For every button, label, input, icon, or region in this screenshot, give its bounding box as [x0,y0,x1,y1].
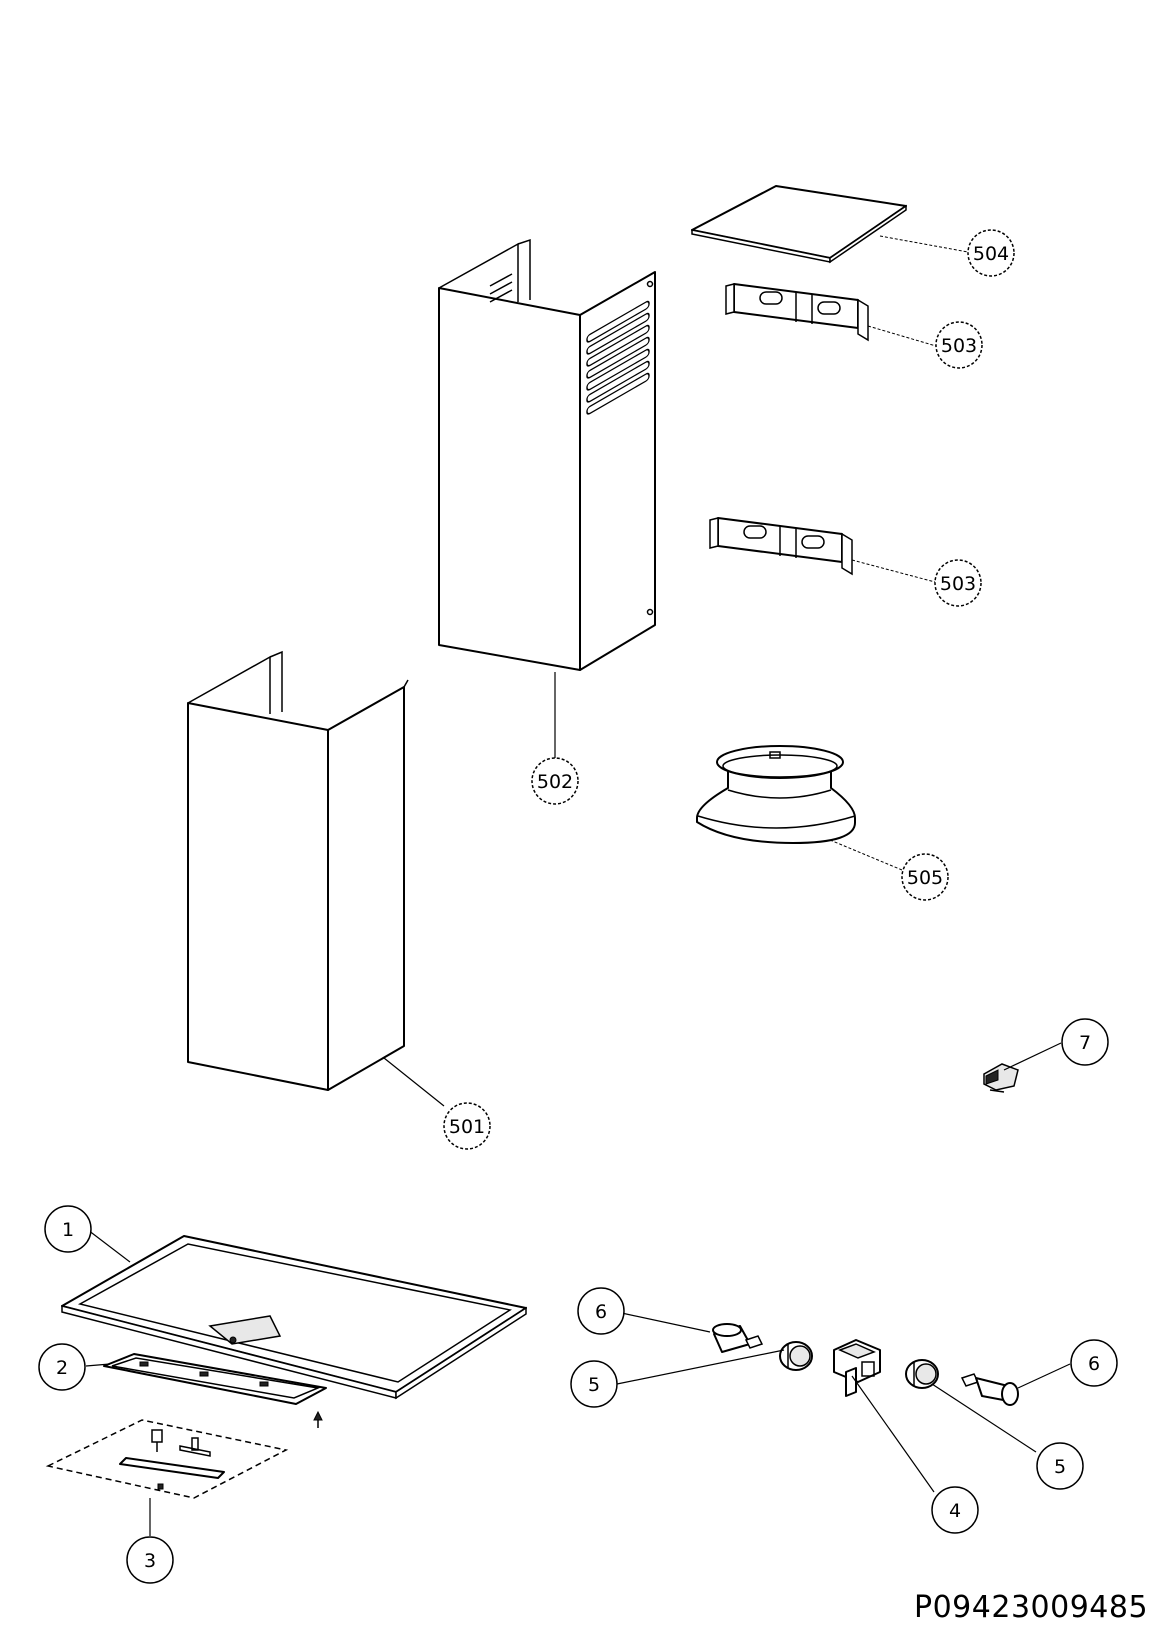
callout-4: 4 [931,1486,979,1534]
part-6-shaft-right [960,1373,1019,1406]
callout-505-label: 505 [907,867,943,889]
callout-7: 7 [1061,1018,1109,1066]
drawing-code: P09423009485 [914,1590,1149,1625]
callout-1: 1 [44,1205,92,1253]
callout-7-label: 7 [1079,1032,1091,1054]
callout-2: 2 [38,1343,86,1391]
callout-5-left: 5 [570,1360,618,1408]
callout-3-label: 3 [144,1550,156,1572]
callout-502: 502 [531,757,579,805]
part-6-shaft-left [712,1323,764,1353]
part-503-bracket-upper [725,283,869,342]
callout-6-left-label: 6 [595,1301,607,1323]
part-4-switch [833,1339,881,1397]
leader-lines [85,235,1071,1536]
callout-504: 504 [967,229,1015,277]
callout-1-label: 1 [62,1219,74,1241]
callout-501-label: 501 [449,1116,485,1138]
part-505-duct-connector [696,745,857,844]
part-504-cover-plate [691,185,907,264]
callout-3: 3 [126,1536,174,1584]
rear-vent-slots [489,273,513,303]
part-502-upper-chimney [438,238,656,671]
part-5-knob-left [779,1341,813,1371]
callout-503-upper-label: 503 [941,335,977,357]
callout-5-right: 5 [1036,1442,1084,1490]
part-5-knob-right [905,1359,939,1389]
vent-slots [586,300,650,415]
callout-6-right: 6 [1070,1339,1118,1387]
part-503-bracket-lower [709,517,853,576]
callout-4-label: 4 [949,1500,961,1522]
callout-505: 505 [901,853,949,901]
callout-503-upper: 503 [935,321,983,369]
callout-2-label: 2 [56,1357,68,1379]
part-2-handle-strip [103,1353,327,1428]
part-7-clip [983,1063,1019,1093]
part-1-grease-filter [61,1235,527,1400]
callout-503-lower-label: 503 [940,573,976,595]
callout-501: 501 [443,1102,491,1150]
callout-6-right-label: 6 [1088,1353,1100,1375]
callout-6-left: 6 [577,1287,625,1335]
callout-5-right-label: 5 [1054,1456,1066,1478]
part-3-fixing-kit [45,1419,289,1499]
callout-504-label: 504 [973,243,1009,265]
part-501-lower-chimney [187,650,409,1091]
callout-503-lower: 503 [934,559,982,607]
callout-5-left-label: 5 [588,1374,600,1396]
callout-502-label: 502 [537,771,573,793]
